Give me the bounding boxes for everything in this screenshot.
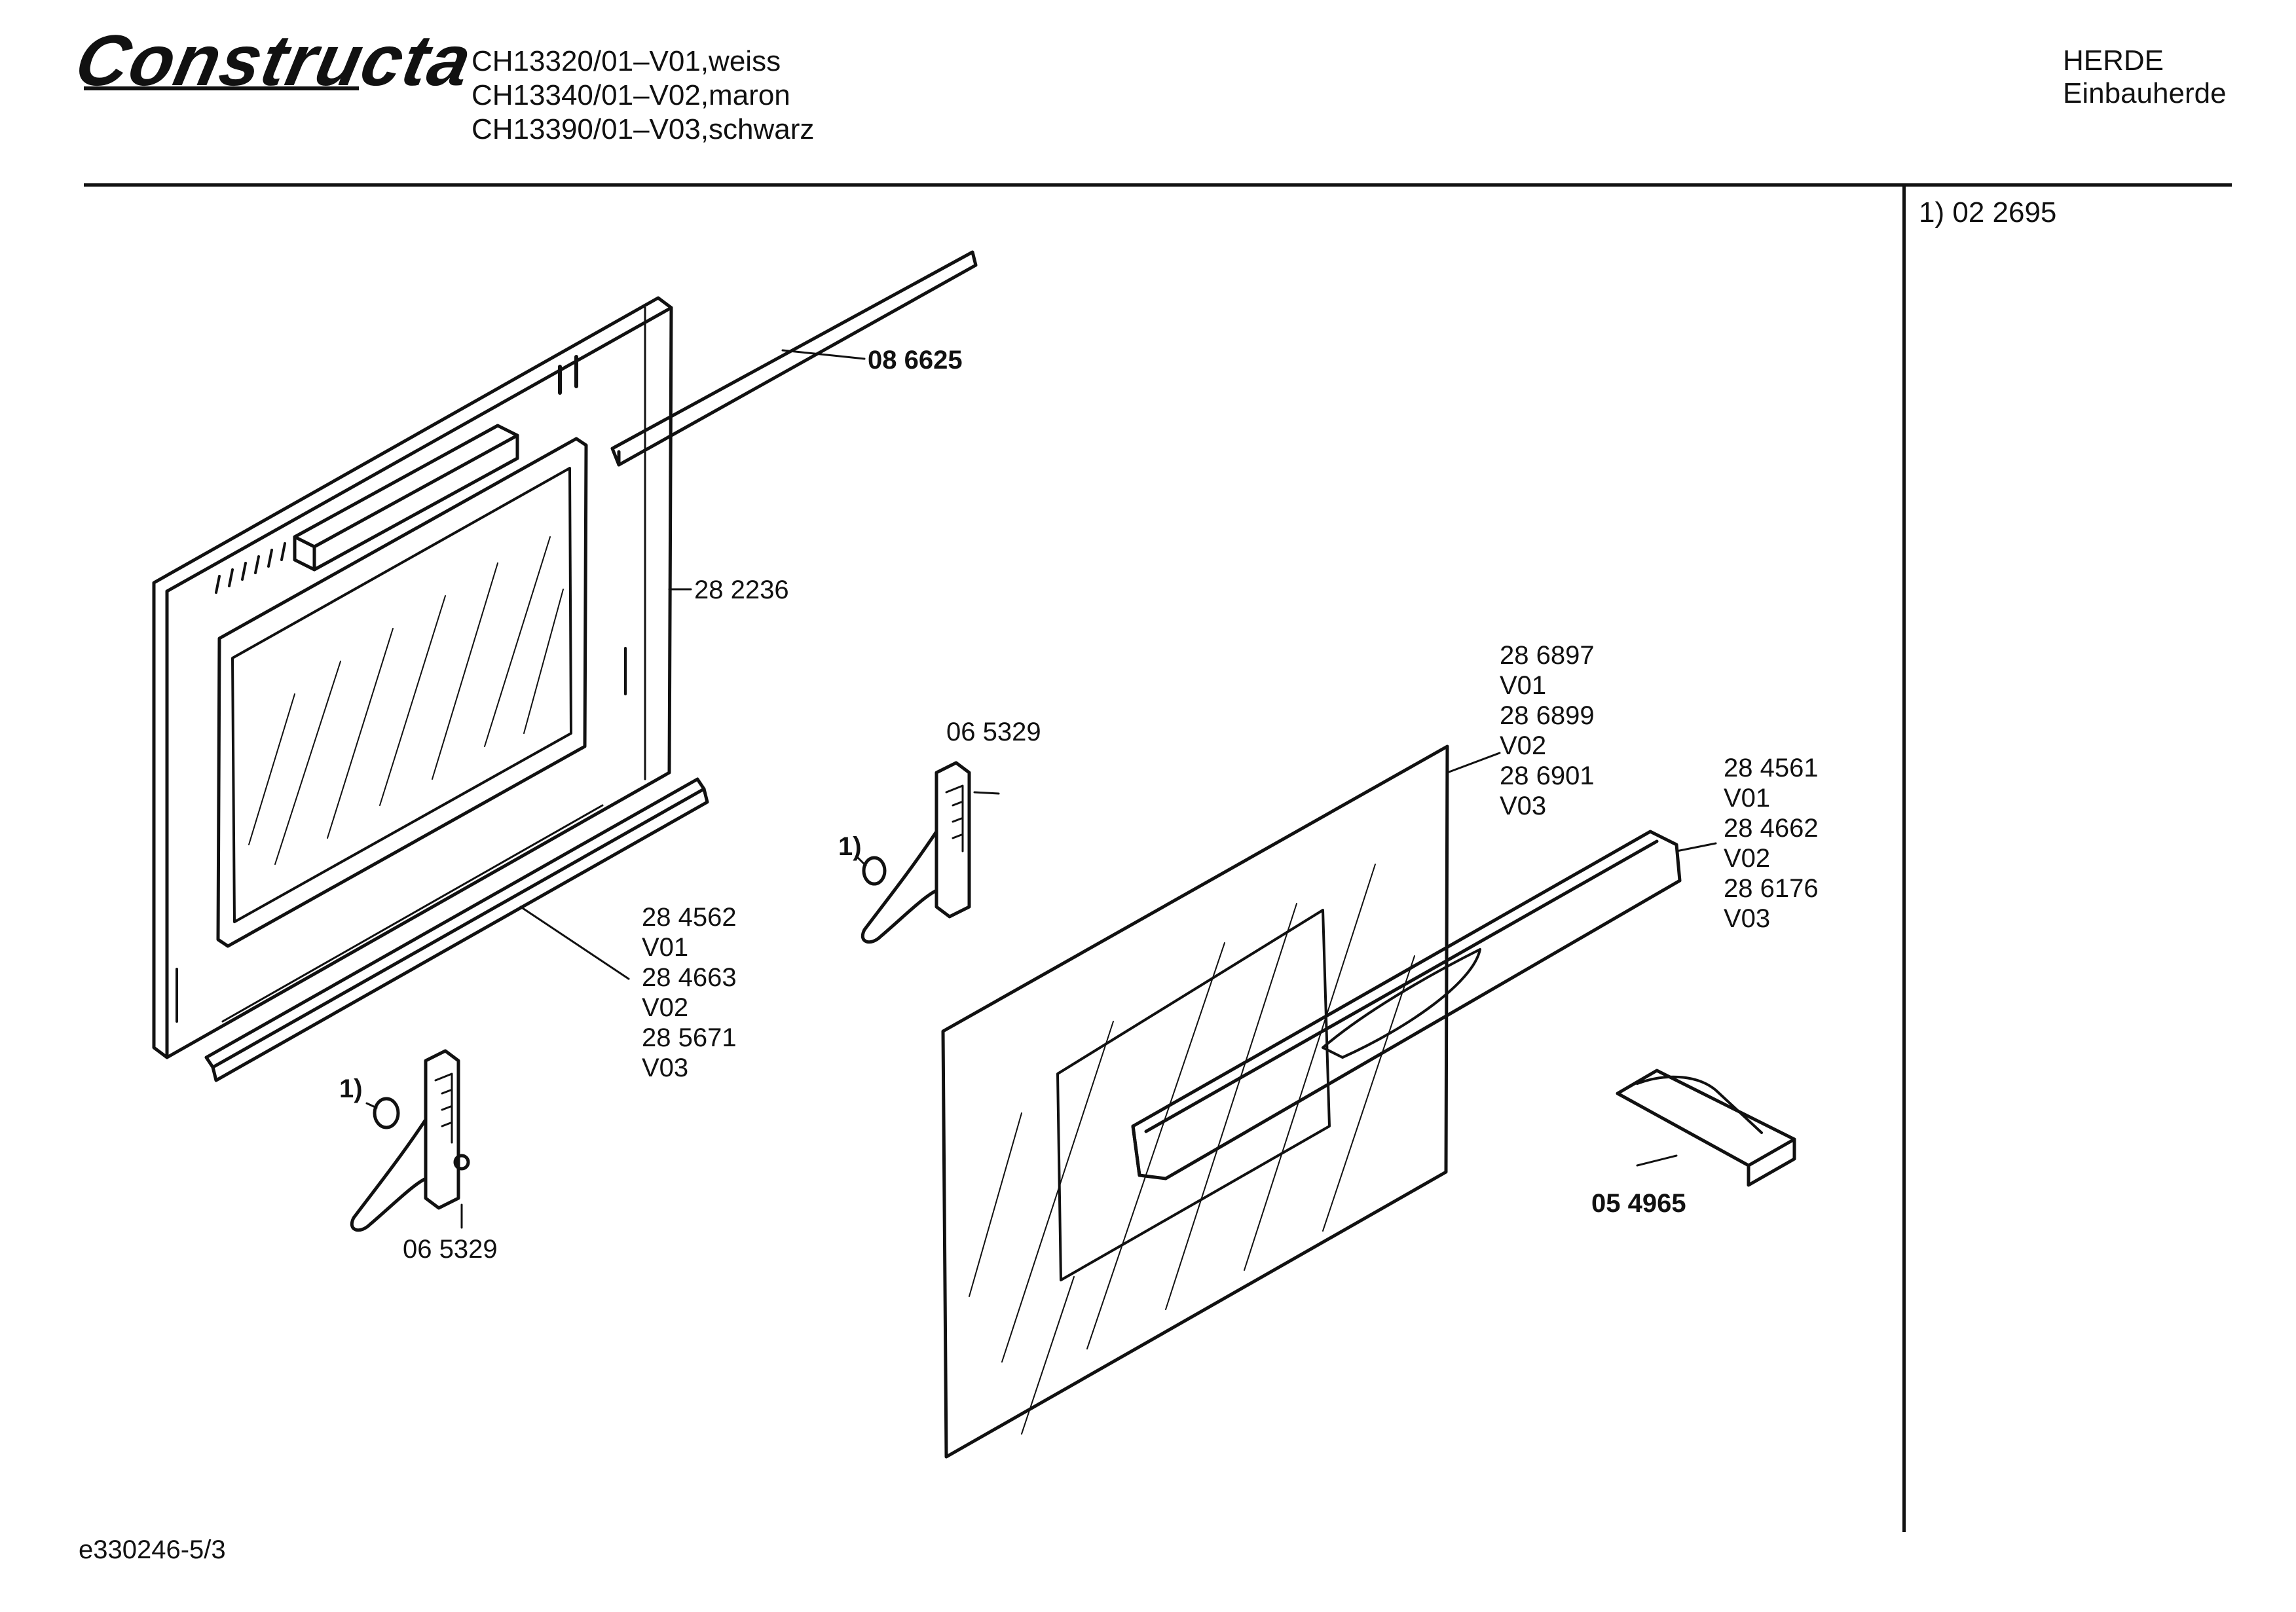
bottom-strip [204,777,709,1082]
category-sub: Einbauherde [2063,77,2227,109]
label-line: 28 6899 [1500,701,1595,730]
label-inner-frame: 28 2236 [694,576,789,604]
label-line: V02 [642,993,689,1022]
label-line: 28 4561 [1724,754,1819,782]
label-line: V01 [1500,671,1547,700]
label-line: V01 [1724,784,1771,813]
label-bottom-strip: 28 4562 V01 28 4663 V02 28 5671 V03 [642,902,737,1083]
label-line: V02 [1724,844,1771,873]
label-top-hinge-ref: 1) [838,832,862,861]
inner-door-frame [152,296,673,1059]
front-glass-panel [941,744,1449,1459]
label-line: 28 4562 [642,903,737,932]
top-hinge [861,761,971,944]
label-top-hinge: 06 5329 [946,718,1041,746]
label-line: V03 [1500,792,1547,820]
category-block: HERDE Einbauherde [2063,45,2227,110]
logo-underline [84,86,359,90]
label-line: 28 6897 [1500,641,1595,670]
model-line-1: CH13320/01–V01,weiss [472,45,781,77]
door-handle [1131,830,1682,1181]
label-line: 28 4662 [1724,814,1819,843]
retaining-clip [1616,1069,1796,1187]
label-line: 28 5671 [642,1023,737,1052]
leader-lines [365,349,1717,1229]
model-line-2: CH13340/01–V02,maron [472,79,790,111]
label-bottom-hinge-ref: 1) [339,1074,363,1103]
model-line-3: CH13390/01–V03,schwarz [472,113,815,145]
label-seal: 08 6625 [868,346,963,375]
model-list: CH13320/01–V01,weiss CH13340/01–V02,maro… [472,45,814,147]
label-clip: 05 4965 [1591,1189,1686,1218]
label-line: V02 [1500,731,1547,760]
label-line: V03 [642,1053,689,1082]
header-rule [84,183,2232,187]
label-line: 28 6176 [1724,874,1819,903]
top-seal-strip [610,250,978,467]
label-line: V01 [642,933,689,962]
label-bottom-hinge: 06 5329 [403,1235,498,1264]
category-main: HERDE [2063,45,2164,77]
bottom-hinge [350,1049,470,1232]
document-code: e330246-5/3 [79,1535,226,1564]
label-line: 28 4663 [642,963,737,992]
footnote-reference: 1) 02 2695 [1919,196,2057,229]
label-line: V03 [1724,904,1771,933]
label-handle: 28 4561 V01 28 4662 V02 28 6176 V03 [1724,753,1819,934]
label-front-glass: 28 6897 V01 28 6899 V02 28 6901 V03 [1500,640,1595,821]
label-line: 28 6901 [1500,761,1595,790]
sidebar-rule [1902,185,1906,1532]
